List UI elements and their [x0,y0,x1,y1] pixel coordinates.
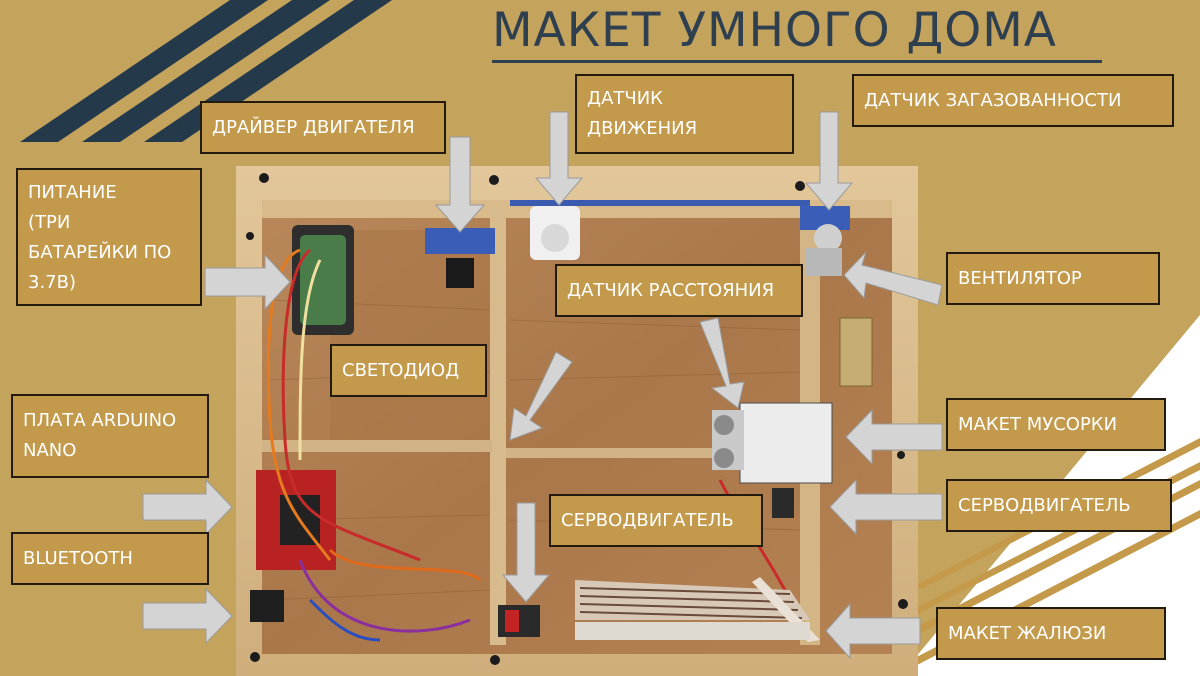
blinds-model [575,577,820,642]
arrow-left-icon [825,602,921,660]
label-gas-sensor: ДАТЧИК ЗАГАЗОВАННОСТИ [852,74,1174,127]
arrow-left-icon [845,408,943,466]
page-title: МАКЕТ УМНОГО ДОМА [492,2,1102,63]
arrow-right-icon [204,253,291,311]
label-distance-sensor: ДАТЧИК РАССТОЯНИЯ [555,264,803,317]
arrow-right-icon [142,587,233,645]
label-trash-model: МАКЕТ МУСОРКИ [946,398,1166,451]
arrow-right-icon [142,478,233,536]
arrow-down-left-icon [509,351,573,441]
trash-model [739,402,833,484]
label-fan: ВЕНТИЛЯТОР [946,252,1160,305]
label-blinds-model: МАКЕТ ЖАЛЮЗИ [936,607,1166,660]
arrow-down-icon [434,136,486,233]
arrow-down-icon [534,111,584,206]
label-power: ПИТАНИЕ (ТРИ БАТАРЕЙКИ ПО 3.7В) [16,168,202,306]
arrow-left-icon [829,478,943,536]
label-motor-driver: ДРАЙВЕР ДВИГАТЕЛЯ [200,101,446,154]
arrow-down-icon [699,317,745,409]
arrow-down-icon [501,502,551,603]
arrow-left-icon [843,251,943,306]
label-servo-center: СЕРВОДВИГАТЕЛЬ [549,494,763,547]
arrow-down-icon [804,111,854,211]
bluetooth-module [250,590,284,622]
servo-right [772,488,794,518]
label-arduino: ПЛАТА ARDUINO NANO [11,394,209,478]
label-servo-right: СЕРВОДВИГАТЕЛЬ [946,479,1172,532]
label-motion-sensor: ДАТЧИК ДВИЖЕНИЯ [575,74,794,154]
center-wall [490,205,506,645]
label-bluetooth: BLUETOOTH [11,532,209,585]
label-led: СВЕТОДИОД [330,344,487,397]
